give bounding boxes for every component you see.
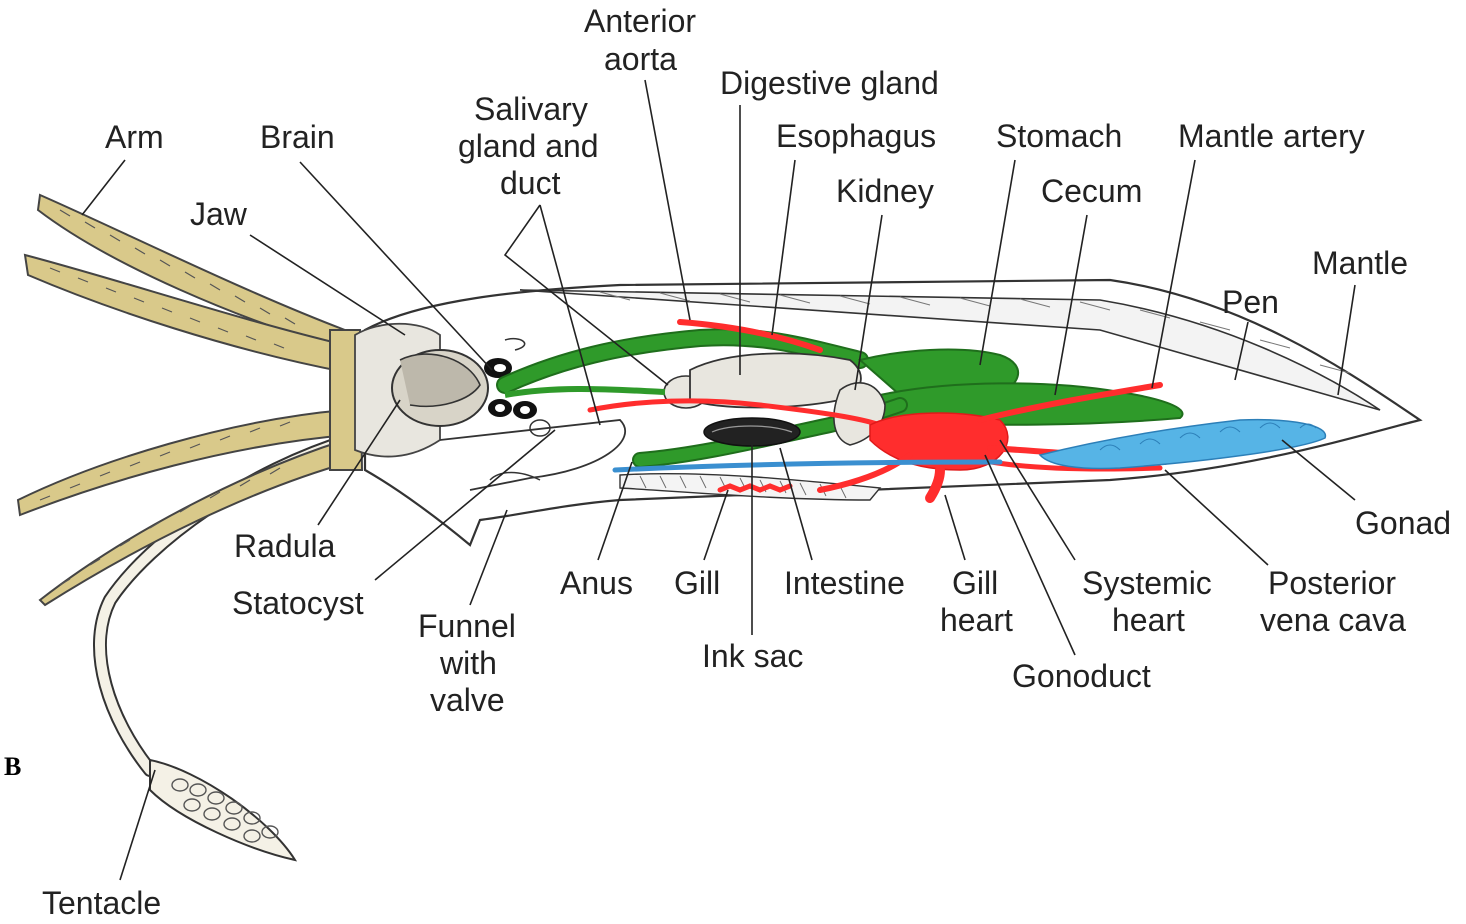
label-salivary-line1: Salivary (474, 91, 588, 127)
label-mantle: Mantle (1312, 245, 1408, 281)
label-anterior-line1: Anterior (584, 3, 696, 39)
label-brain: Brain (260, 119, 335, 155)
label-digestive-gland: Digestive gland (720, 65, 939, 101)
ink-sac-shape (704, 418, 800, 446)
label-gonoduct: Gonoduct (1012, 658, 1151, 694)
label-gill-heart-line1: Gill (952, 565, 998, 601)
label-systemic-line2: heart (1112, 602, 1185, 638)
label-intestine: Intestine (784, 565, 905, 601)
label-systemic-line1: Systemic (1082, 565, 1212, 601)
label-anterior-line2: aorta (604, 41, 677, 77)
label-gill: Gill (674, 565, 720, 601)
label-ink-sac: Ink sac (702, 638, 803, 674)
label-cecum: Cecum (1041, 173, 1142, 209)
label-arm: Arm (105, 119, 164, 155)
label-tentacle: Tentacle (42, 885, 161, 919)
label-radula: Radula (234, 528, 336, 564)
label-jaw: Jaw (190, 196, 248, 232)
label-posterior-line2: vena cava (1260, 602, 1406, 638)
panel-letter: B (4, 752, 21, 781)
label-pen: Pen (1222, 284, 1279, 320)
label-funnel-line1: Funnel (418, 608, 516, 644)
label-esophagus: Esophagus (776, 118, 936, 154)
label-kidney: Kidney (836, 173, 934, 209)
label-funnel-line2: with (439, 645, 497, 681)
label-statocyst: Statocyst (232, 585, 364, 621)
label-mantle-artery: Mantle artery (1178, 118, 1365, 154)
label-salivary-line3: duct (500, 165, 561, 201)
label-funnel-line3: valve (430, 682, 505, 718)
label-gill-heart-line2: heart (940, 602, 1013, 638)
label-salivary-line2: gland and (458, 128, 599, 164)
label-stomach: Stomach (996, 118, 1122, 154)
label-anus: Anus (560, 565, 633, 601)
label-gonad: Gonad (1355, 505, 1451, 541)
label-posterior-line1: Posterior (1268, 565, 1396, 601)
